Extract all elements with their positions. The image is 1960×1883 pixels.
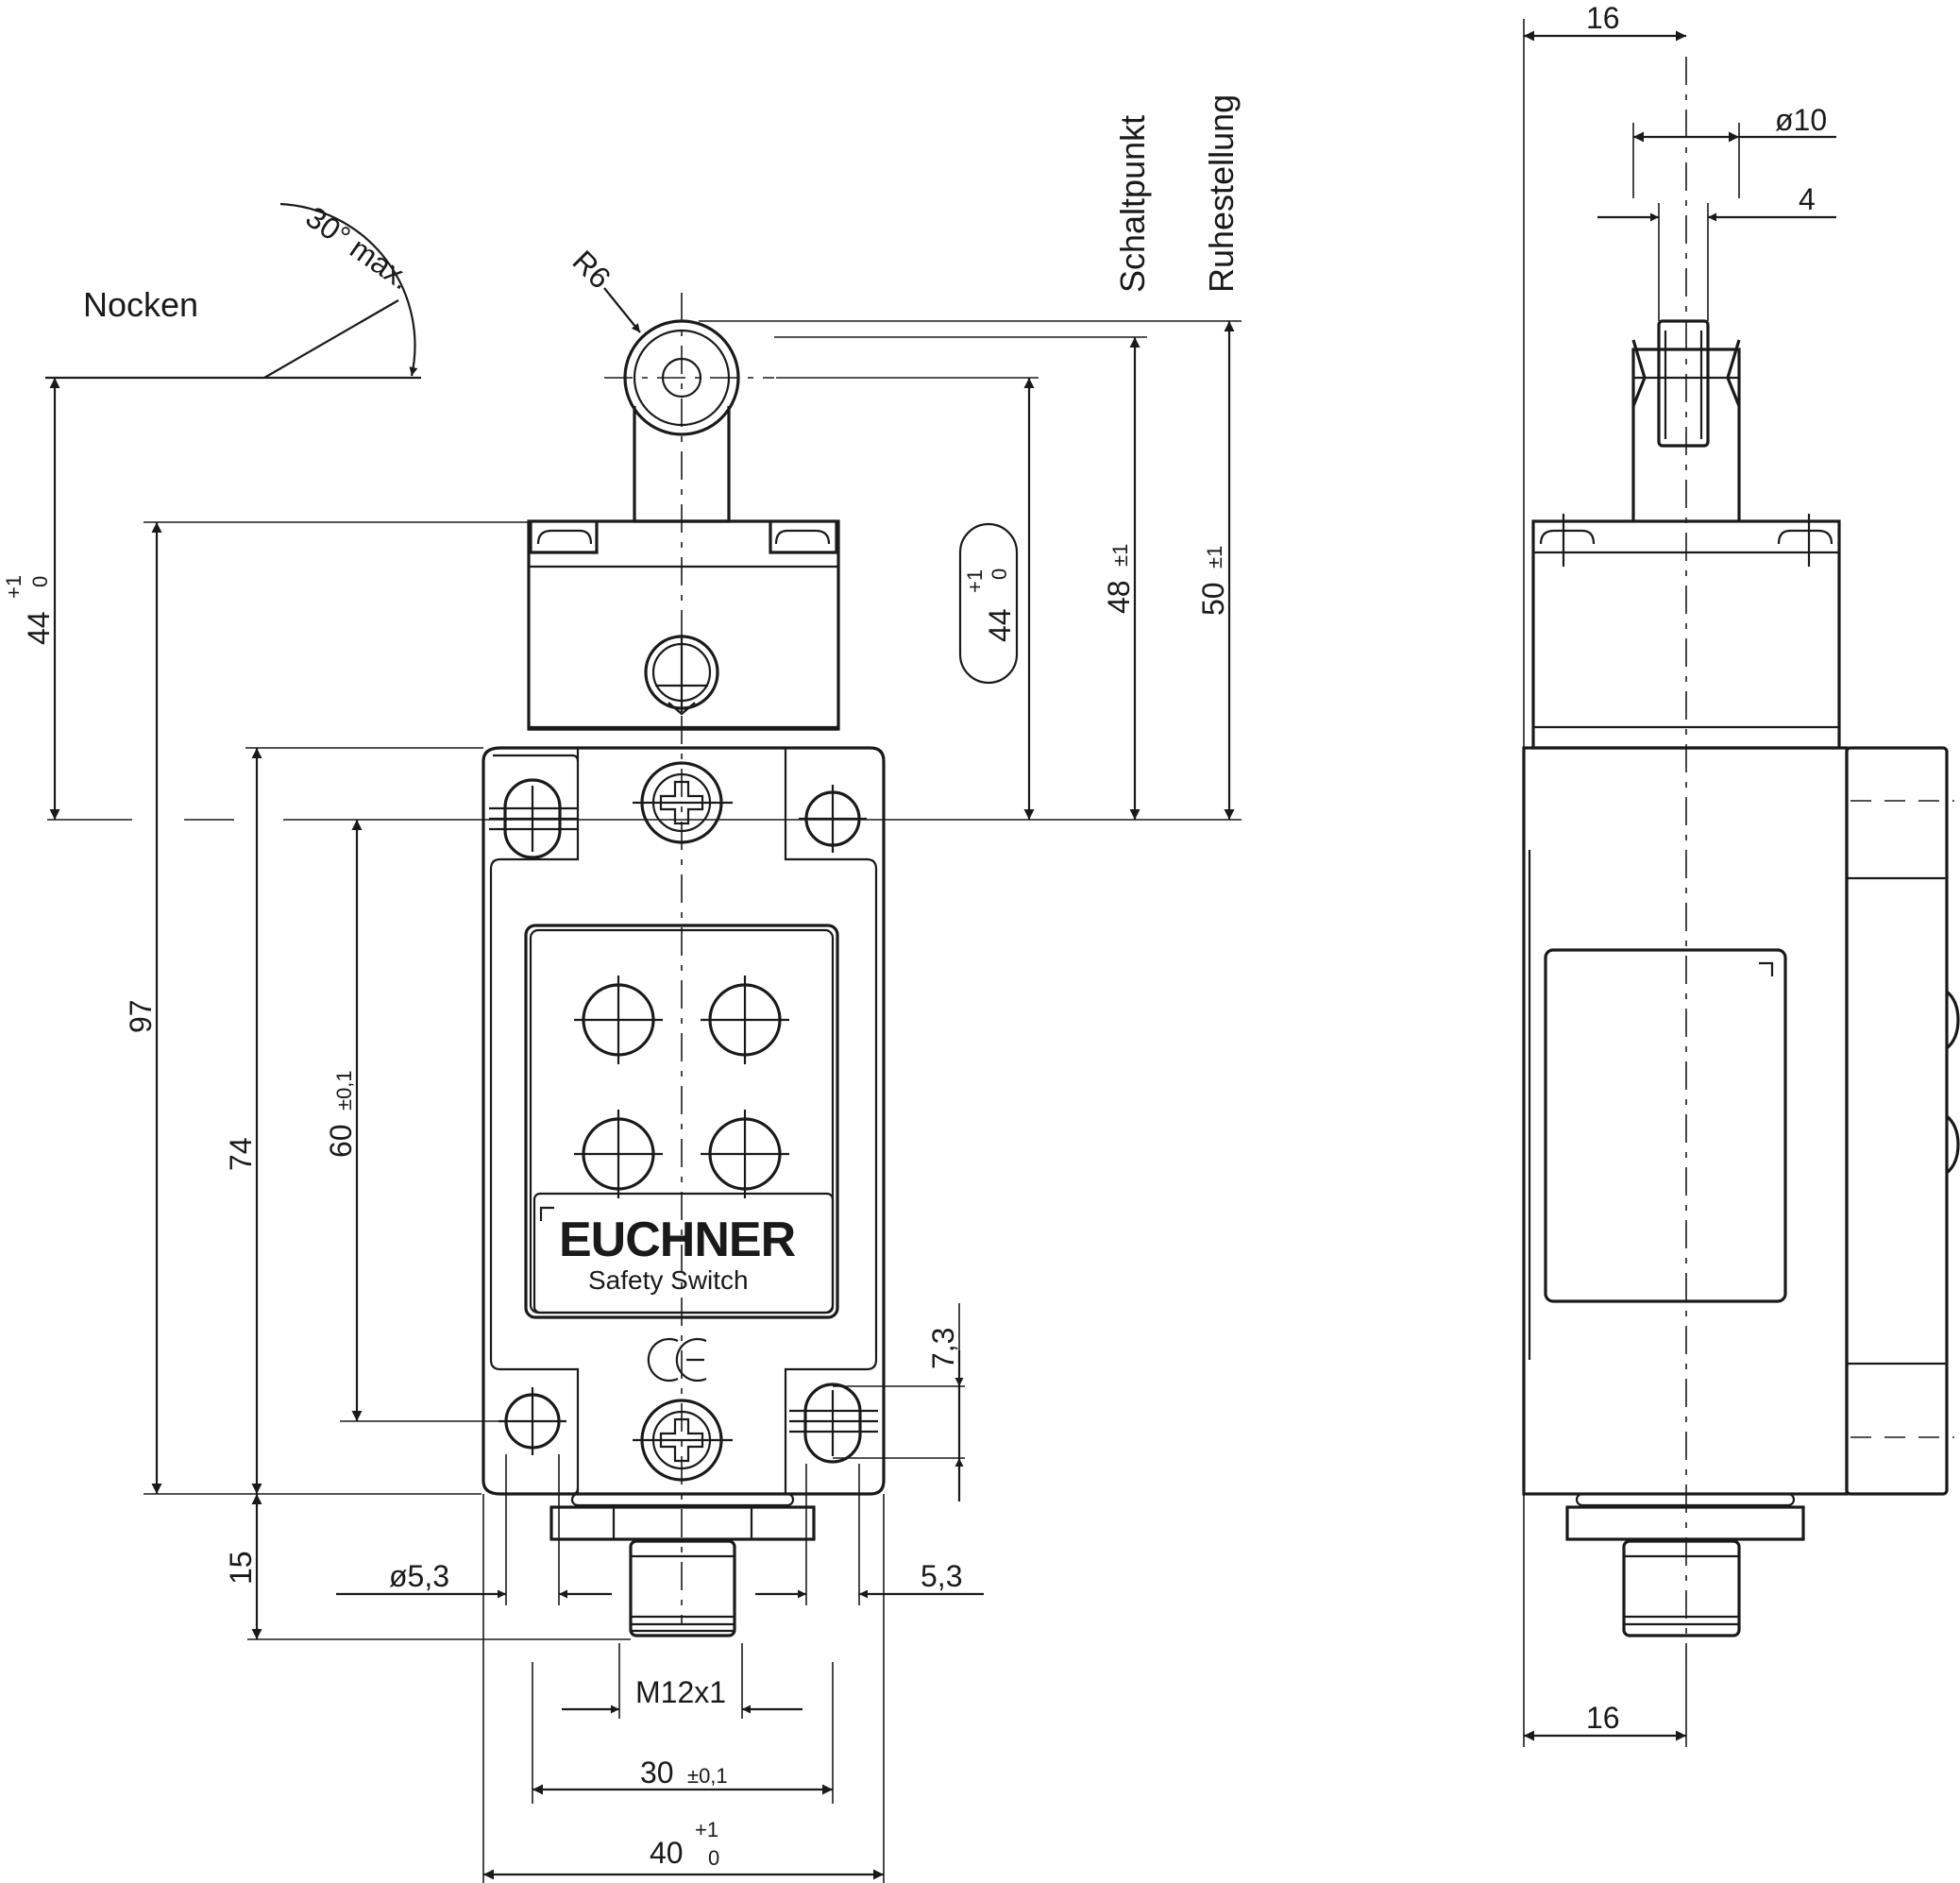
connector — [549, 1492, 816, 1637]
dim-40: 40 +1 0 — [483, 1818, 884, 1880]
switch-point-label: Schaltpunkt — [1113, 115, 1152, 293]
actuator-head — [527, 519, 840, 731]
svg-text:±1: ±1 — [1108, 544, 1132, 567]
side-window — [1544, 948, 1787, 1303]
svg-text:16: 16 — [1586, 1701, 1620, 1735]
svg-text:±0,1: ±0,1 — [687, 1764, 728, 1788]
dim-7-3: 7,3 — [926, 1328, 964, 1501]
mount-slot-bottom-right — [803, 1383, 862, 1464]
connector-flange — [549, 1505, 816, 1541]
svg-text:+1: +1 — [963, 569, 987, 593]
led-top-right-icon — [701, 975, 789, 1064]
svg-text:44: 44 — [983, 608, 1017, 642]
head-clip-right — [769, 521, 838, 554]
svg-text:7,3: 7,3 — [926, 1328, 960, 1369]
svg-text:±1: ±1 — [1203, 546, 1226, 568]
brand-corner-mark — [539, 1206, 554, 1221]
svg-text:+1: +1 — [2, 575, 25, 599]
side-plunger — [1631, 319, 1741, 521]
dim-74: 74 — [224, 748, 262, 1494]
dim-m12: M12x1 — [562, 1675, 803, 1714]
led-bottom-right-icon — [701, 1110, 789, 1198]
svg-text:48: 48 — [1102, 580, 1136, 614]
m12-connector — [629, 1539, 736, 1637]
cam-label: Nocken — [83, 285, 198, 324]
led-top-left-icon — [574, 975, 663, 1064]
label-panel: EUCHNER Safety Switch — [524, 924, 839, 1319]
nameplate — [532, 1192, 835, 1315]
svg-text:60: 60 — [324, 1124, 358, 1158]
dim-97: 97 — [124, 522, 162, 1494]
dim-48: 48 ±1 — [1102, 337, 1141, 820]
side-window-corner-mark — [1759, 961, 1774, 976]
ce-mark-icon — [647, 1337, 707, 1383]
dim-dia-5-3: ø5,3 — [336, 1559, 612, 1599]
head-clip-left — [529, 521, 599, 554]
product-name: Safety Switch — [588, 1265, 749, 1295]
cam-annotation: Nocken 30° max. — [45, 199, 421, 380]
dim-15: 15 — [224, 1494, 262, 1639]
dim-50: 50 ±1 — [1196, 321, 1235, 820]
thread-label: M12x1 — [635, 1675, 726, 1709]
front-view: EUCHNER Safety Switch Nocken — [2, 94, 1242, 1883]
side-dim-4: 4 — [1597, 182, 1836, 222]
svg-text:5,3: 5,3 — [921, 1559, 962, 1593]
side-dim-16-bottom: 16 — [1524, 1701, 1686, 1741]
side-dim-16-top: 16 — [1524, 1, 1686, 42]
side-connector — [1565, 1492, 1805, 1637]
side-led-bulge-bottom — [1945, 1114, 1960, 1175]
svg-text:4: 4 — [1799, 182, 1816, 216]
dim-60: 60 ±0,1 — [324, 820, 363, 1421]
radius-callout: R6 — [566, 244, 641, 333]
roller-plunger — [604, 319, 774, 523]
svg-text:0: 0 — [708, 1846, 719, 1870]
side-dim-dia-10: ø10 — [1633, 103, 1836, 143]
angle-label: 30° max. — [299, 199, 416, 296]
housing — [482, 746, 886, 1496]
svg-text:15: 15 — [224, 1551, 258, 1585]
led-bottom-left-icon — [574, 1110, 663, 1198]
dim-44-left: 44 +1 0 — [2, 378, 60, 820]
svg-text:ø5,3: ø5,3 — [389, 1559, 449, 1593]
svg-text:97: 97 — [124, 999, 158, 1033]
side-roller — [1657, 319, 1710, 448]
svg-text:0: 0 — [988, 568, 1011, 580]
side-head — [1531, 514, 1841, 750]
svg-text:±0,1: ±0,1 — [332, 1070, 356, 1111]
svg-text:74: 74 — [224, 1137, 258, 1171]
brand-logo: EUCHNER — [559, 1213, 796, 1267]
svg-text:44: 44 — [22, 611, 56, 645]
rest-position-label: Ruhestellung — [1202, 94, 1241, 293]
svg-text:50: 50 — [1196, 582, 1230, 616]
side-body — [1522, 746, 1960, 1496]
dim-30: 30 ±0,1 — [532, 1756, 833, 1795]
svg-text:16: 16 — [1586, 1, 1620, 35]
svg-text:40: 40 — [650, 1836, 684, 1870]
dim-44-mid: 44 +1 0 — [958, 378, 1035, 820]
svg-text:+1: +1 — [695, 1818, 718, 1841]
radius-label: R6 — [566, 244, 617, 295]
svg-text:30: 30 — [640, 1756, 674, 1790]
side-view: 16 ø10 4 16 — [1522, 1, 1960, 1747]
svg-text:0: 0 — [28, 576, 52, 587]
svg-text:ø10: ø10 — [1775, 103, 1827, 137]
side-led-bulge-top — [1945, 990, 1960, 1050]
dim-5-3: 5,3 — [755, 1559, 984, 1599]
